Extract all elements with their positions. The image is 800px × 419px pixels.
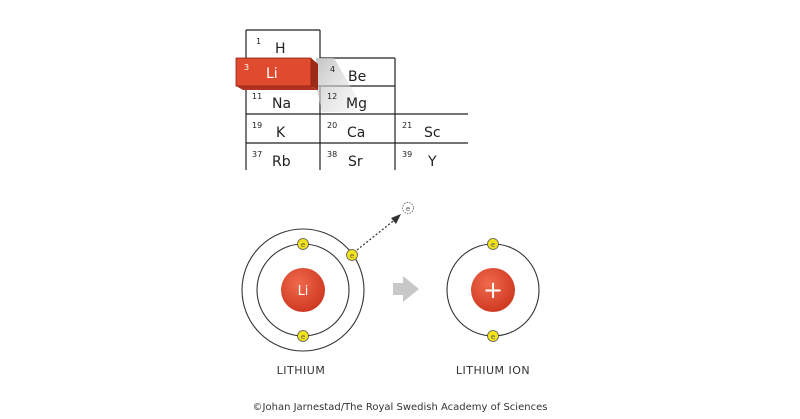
image-credit: ©Johan Jarnestad/The Royal Swedish Acade…	[252, 402, 548, 413]
free-electron-icon: e	[402, 202, 414, 214]
li-block-shadow	[316, 58, 356, 112]
lithium-ion-label: LITHIUM ION	[456, 364, 530, 377]
cell-number-mg: 12	[327, 92, 337, 101]
cell-symbol-rb: Rb	[272, 154, 291, 170]
svg-text:e: e	[301, 241, 305, 249]
cell-symbol-sc: Sc	[424, 125, 441, 141]
cell-number-sr: 38	[327, 150, 337, 159]
svg-text:e: e	[406, 205, 410, 213]
cell-number-k: 19	[252, 121, 262, 130]
valence-electron-icon: e	[346, 249, 358, 261]
electron-icon: e	[297, 238, 309, 250]
ion-nucleus	[471, 268, 515, 312]
cell-symbol-y: Y	[427, 154, 437, 170]
cell-symbol-k: K	[276, 125, 286, 141]
li-highlight-block	[235, 57, 318, 90]
lithium-atom: Li e e e e	[241, 202, 414, 352]
transition-arrow-icon	[393, 276, 419, 302]
lithium-nucleus-label: Li	[298, 284, 309, 299]
lithium-ion-atom: + e e	[446, 238, 540, 342]
lithium-label: LITHIUM	[277, 364, 326, 377]
electron-icon: e	[487, 238, 499, 250]
ion-charge-label: +	[483, 276, 503, 304]
cell-symbol-sr: Sr	[348, 154, 363, 170]
escape-arrowhead-icon	[391, 214, 401, 224]
cell-number-rb: 37	[252, 150, 262, 159]
cell-symbol-na: Na	[272, 96, 291, 112]
cell-symbol-mg: Mg	[346, 96, 367, 112]
electron-icon: e	[297, 330, 309, 342]
cell-number-be: 4	[330, 65, 335, 74]
lithium-nucleus	[281, 268, 325, 312]
svg-text:e: e	[491, 241, 495, 249]
cell-number-na: 11	[252, 92, 262, 101]
cell-number-h: 1	[256, 37, 261, 46]
cell-number-y: 39	[402, 150, 412, 159]
cell-number-ca: 20	[327, 121, 337, 130]
cell-symbol-ca: Ca	[347, 125, 365, 141]
svg-text:e: e	[301, 333, 305, 341]
cell-number-li: 3	[244, 63, 249, 72]
svg-text:e: e	[350, 252, 354, 260]
outer-orbit	[241, 228, 365, 352]
cell-symbol-h: H	[275, 41, 286, 57]
cell-number-sc: 21	[402, 121, 412, 130]
electron-escape-path	[356, 217, 398, 251]
cell-symbol-li: Li	[266, 66, 278, 82]
cell-symbol-be: Be	[348, 69, 366, 85]
electron-icon: e	[487, 330, 499, 342]
svg-text:e: e	[491, 333, 495, 341]
element-cells: 1 H 3 Li 4 Be 11 Na 12 Mg 19 K 20 Ca 21 …	[244, 37, 441, 170]
